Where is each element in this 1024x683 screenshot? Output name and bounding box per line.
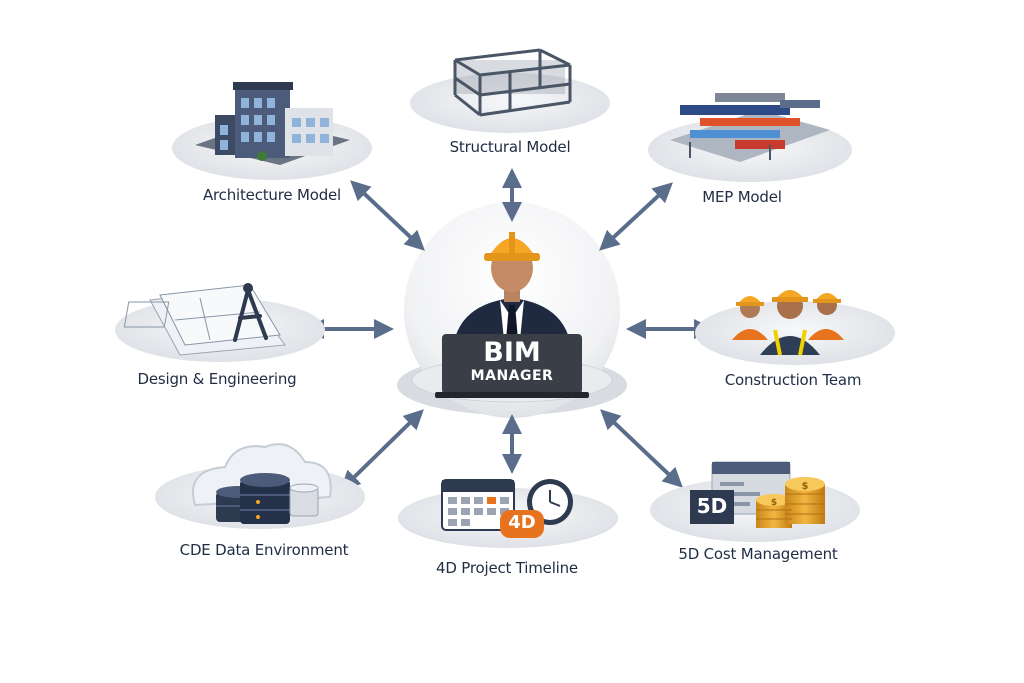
building-icon [195, 82, 350, 165]
label-design-engineering: Design & Engineering [137, 370, 297, 388]
arrow-architecture [350, 180, 425, 251]
label-structural-model: Structural Model [449, 138, 571, 156]
arrow-cost [600, 409, 683, 488]
cloud-database-icon [192, 443, 332, 524]
mep-pipes-icon [670, 93, 830, 162]
center-subtitle: MANAGER [470, 368, 554, 384]
blueprint-compass-icon [123, 283, 286, 356]
label-5d-cost-management: 5D Cost Management [678, 545, 838, 563]
svg-text:$: $ [802, 481, 809, 492]
cost-coins-icon: $ $ [690, 461, 825, 528]
svg-text:$: $ [771, 498, 777, 508]
label-construction-team: Construction Team [724, 371, 862, 389]
arrow-cde [340, 409, 424, 491]
structural-frame-icon [453, 48, 572, 117]
label-cde-data-environment: CDE Data Environment [179, 541, 349, 559]
label-4d-project-timeline: 4D Project Timeline [436, 559, 578, 577]
timeline-badge: 4D [508, 512, 536, 533]
label-mep-model: MEP Model [702, 188, 782, 206]
calendar-clock-icon [441, 479, 573, 538]
arrow-mep [599, 182, 673, 251]
construction-workers-icon [732, 290, 844, 356]
center-label: BIM MANAGER [442, 337, 582, 385]
label-architecture-model: Architecture Model [202, 186, 342, 204]
laptop-icon [435, 334, 589, 398]
cost-badge: 5D [696, 494, 728, 518]
center-title: BIM [483, 337, 541, 368]
